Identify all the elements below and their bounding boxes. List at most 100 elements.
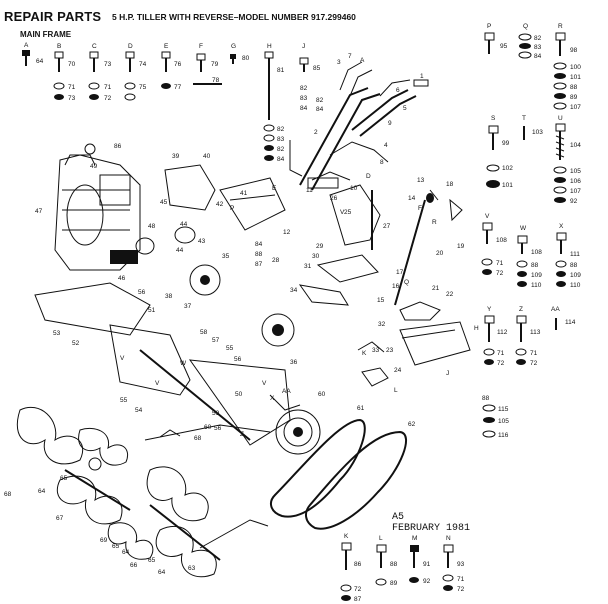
callout-44: 44 xyxy=(176,247,184,254)
svg-text:71: 71 xyxy=(530,350,538,357)
callout-4: 4 xyxy=(384,142,388,149)
letter-y: Y xyxy=(487,306,492,313)
revision-date-block: A5 FEBRUARY 1981 xyxy=(392,512,470,534)
num-88: 88 xyxy=(390,561,398,568)
callout-57: 57 xyxy=(212,337,220,344)
callout-19: 19 xyxy=(457,243,465,250)
callout-36: 36 xyxy=(290,359,298,366)
num-73: 73 xyxy=(68,95,76,102)
num-107: 107 xyxy=(570,104,581,111)
callout-48: 48 xyxy=(148,223,156,230)
callout-14: 14 xyxy=(408,195,416,202)
letter-k: K xyxy=(344,533,349,540)
letter-j: J xyxy=(302,43,305,50)
num-78: 78 xyxy=(212,77,220,84)
svg-text:64: 64 xyxy=(122,549,130,556)
num-106: 106 xyxy=(570,178,581,185)
callout-62: 62 xyxy=(408,421,416,428)
callout-45: 45 xyxy=(160,199,168,206)
svg-text:72: 72 xyxy=(496,270,504,277)
num-110: 110 xyxy=(531,282,542,289)
callout-numbers: 1 2 3 4 5 6 7 8 9 10 11 12 13 14 15 16 1… xyxy=(4,53,479,576)
svg-text:88: 88 xyxy=(482,395,490,402)
hardware-c: C 73 71 72 xyxy=(88,43,112,102)
callout-23: 23 xyxy=(386,347,394,354)
hardware-y: Y 112 71 72 xyxy=(483,306,508,367)
num-91: 91 xyxy=(423,561,431,568)
callout-16: 16 xyxy=(392,283,400,290)
num-109: 109 xyxy=(531,272,542,279)
num-98: 98 xyxy=(570,47,578,54)
callout-26: 26 xyxy=(330,195,338,202)
num-87: 87 xyxy=(354,596,362,603)
callout-51: 51 xyxy=(148,307,156,314)
model-subtitle: 5 H.P. TILLER WITH REVERSE–MODEL NUMBER … xyxy=(112,12,356,22)
letter-u: U xyxy=(558,115,563,122)
callout-50: 50 xyxy=(235,391,243,398)
callout-7: 7 xyxy=(348,53,352,60)
callout-5: 5 xyxy=(403,105,407,112)
svg-text:82: 82 xyxy=(316,97,324,104)
num-71c: 71 xyxy=(457,576,465,583)
num-74: 74 xyxy=(139,61,147,68)
hardware-a: A 64 xyxy=(22,42,44,66)
callout-24: 24 xyxy=(394,367,402,374)
drive-belts xyxy=(269,394,408,530)
callout-38: 38 xyxy=(165,293,173,300)
callout-54: 54 xyxy=(135,407,143,414)
callout-11: 11 xyxy=(306,187,313,194)
hardware-k: K 86 72 87 xyxy=(340,533,362,603)
callout-32: 32 xyxy=(378,321,386,328)
hardware-z: Z 113 71 72 xyxy=(515,306,541,367)
letter-d: D xyxy=(128,43,133,50)
num-71a: 71 xyxy=(68,84,76,91)
hardware-p: P 95 xyxy=(484,23,508,54)
num-82b: 82 xyxy=(277,146,285,153)
callout-13: 13 xyxy=(417,177,425,184)
svg-text:92: 92 xyxy=(570,198,578,205)
callout-6: 6 xyxy=(396,87,400,94)
hardware-s: S 99 102 101 xyxy=(486,115,513,189)
svg-text:D: D xyxy=(366,173,371,180)
num-82a: 82 xyxy=(277,126,285,133)
callout-61: 61 xyxy=(357,405,365,412)
callout-15: 15 xyxy=(377,297,385,304)
center-frame xyxy=(135,140,303,347)
svg-text:65: 65 xyxy=(148,557,156,564)
page-title: REPAIR PARTS xyxy=(4,9,102,24)
svg-text:Q: Q xyxy=(404,279,409,286)
letter-n: N xyxy=(446,535,451,542)
num-72b: 72 xyxy=(104,95,112,102)
callout-37: 37 xyxy=(184,303,192,310)
svg-text:56: 56 xyxy=(214,425,222,432)
svg-text:W: W xyxy=(180,360,187,367)
svg-text:105: 105 xyxy=(498,418,509,425)
hardware-aa: AA 114 xyxy=(551,306,576,330)
svg-text:H: H xyxy=(474,325,479,332)
hardware-x: X 111 88 109 110 xyxy=(555,223,581,289)
hardware-f: F 79 78 xyxy=(193,43,222,85)
num-100: 100 xyxy=(570,64,581,71)
num-80: 80 xyxy=(242,55,250,62)
svg-text:101: 101 xyxy=(570,74,581,81)
svg-text:Z: Z xyxy=(240,431,244,438)
svg-text:88: 88 xyxy=(255,251,263,258)
svg-text:X: X xyxy=(270,395,275,402)
top-hardware-row: A 64 B 70 71 73 C 73 71 72 xyxy=(22,42,321,163)
svg-text:AA: AA xyxy=(282,388,291,395)
svg-text:F: F xyxy=(418,205,422,212)
letter-c: C xyxy=(92,43,97,50)
revision-code: A5 xyxy=(392,512,405,523)
num-104: 104 xyxy=(570,142,581,149)
callout-60: 60 xyxy=(318,391,326,398)
callout-56: 56 xyxy=(234,356,242,363)
callout-55: 55 xyxy=(120,397,128,404)
num-79: 79 xyxy=(211,61,219,68)
svg-text:R: R xyxy=(432,219,437,226)
svg-text:72: 72 xyxy=(497,360,505,367)
callout-53: 53 xyxy=(53,330,61,337)
num-113: 113 xyxy=(530,329,541,336)
letter-z: Z xyxy=(519,306,523,313)
num-83a: 83 xyxy=(277,136,285,143)
num-72c: 72 xyxy=(457,586,465,593)
